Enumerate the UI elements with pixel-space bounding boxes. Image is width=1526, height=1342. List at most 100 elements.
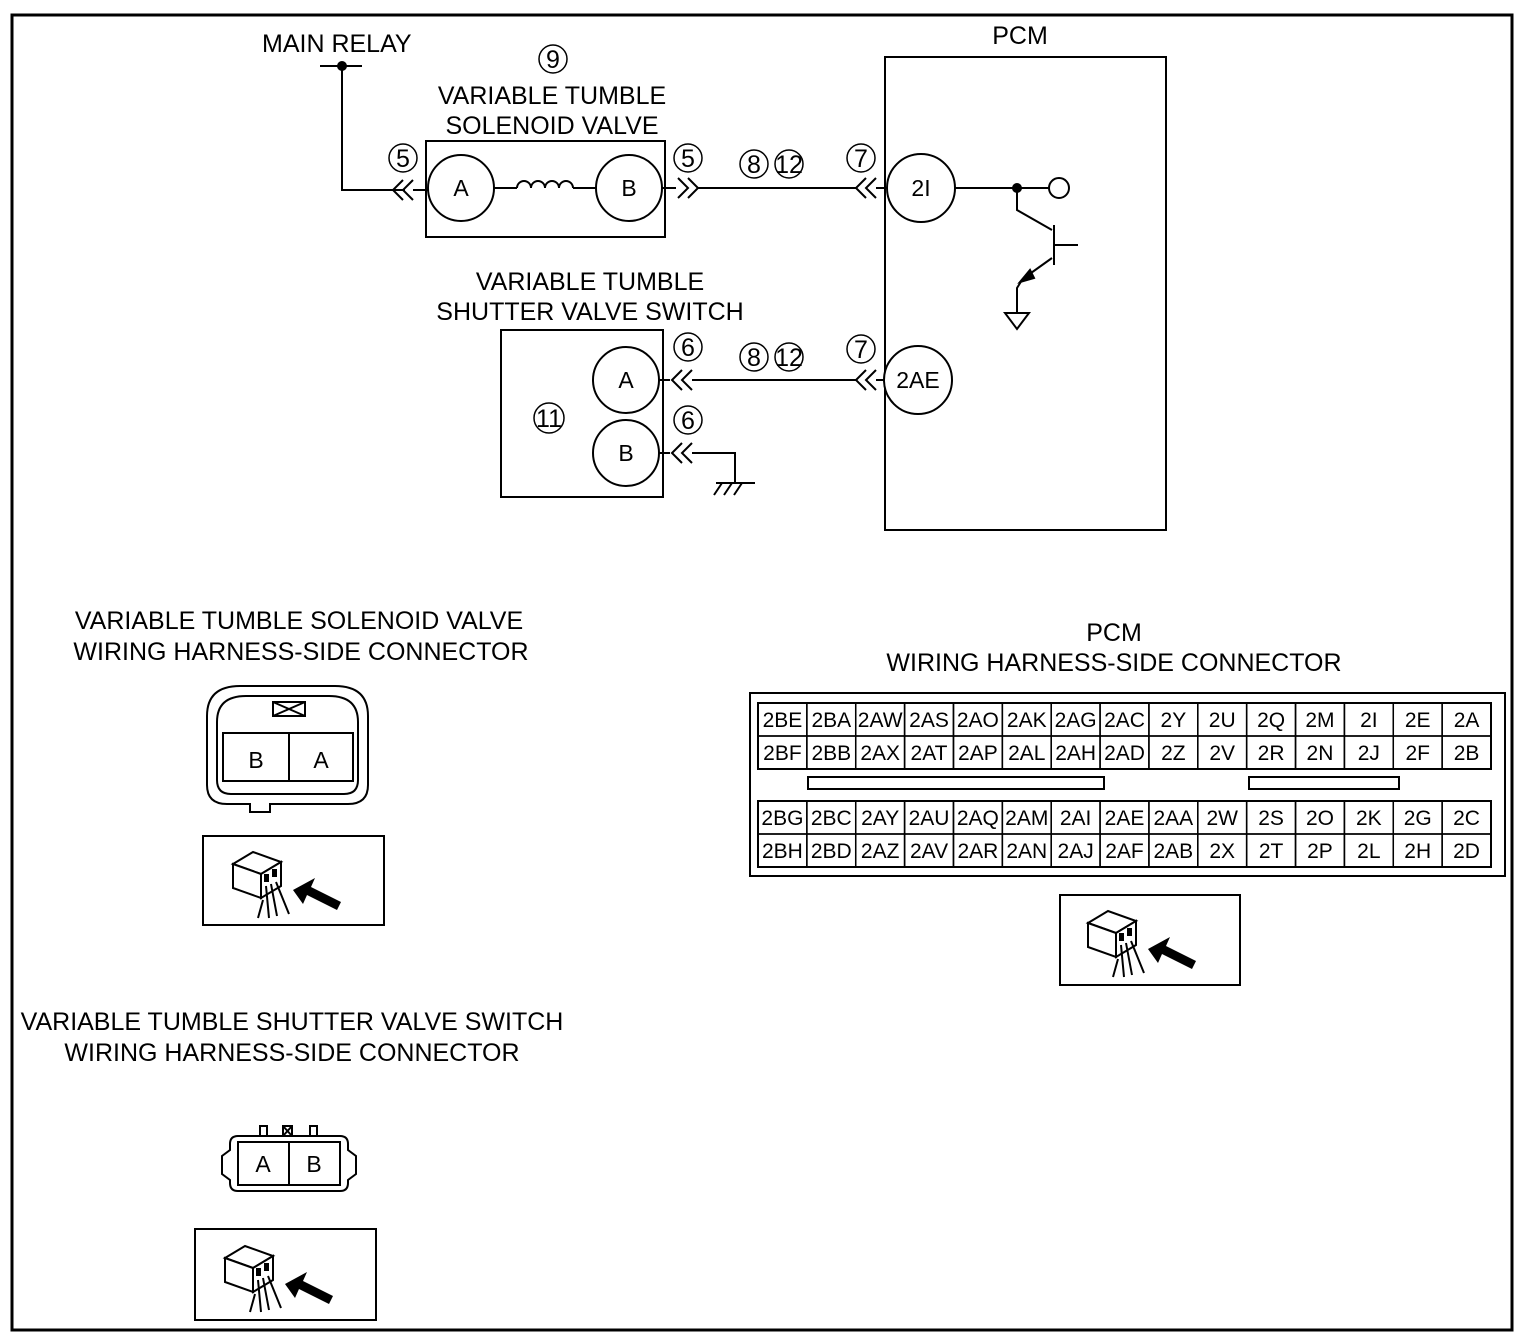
pcm-pin-label: 2Y [1161, 709, 1187, 732]
pcm-pin-label: 2T [1259, 840, 1284, 863]
pcm-pin-label: 2R [1258, 742, 1285, 765]
pcm-pin-label: 2A [1454, 709, 1480, 732]
pcm-pin-label: 2AS [909, 709, 949, 732]
chassis-ground-icon [713, 482, 755, 496]
pcm-pin-label: 2M [1305, 709, 1334, 732]
callout-7-lower [846, 334, 876, 364]
svg-text:B: B [621, 175, 636, 201]
pcm-pin-label: 2F [1405, 742, 1430, 765]
connector-chevron-icon [854, 369, 877, 391]
connector-view-arrow-icon [194, 1228, 377, 1321]
svg-text:B: B [618, 440, 633, 466]
callout-6-top [673, 332, 703, 362]
svg-text:A: A [618, 367, 634, 393]
pcm-pin-label: 2BG [761, 807, 803, 830]
connector-view-arrow-icon [202, 835, 385, 926]
pcm-pin-label: 2AD [1104, 742, 1145, 765]
pcm-pin-label: 2AU [909, 807, 950, 830]
switch-title-line1: VARIABLE TUMBLE [476, 268, 704, 296]
pcm-pin-label: 2O [1306, 807, 1334, 830]
pcm-pin-label: 2AW [858, 709, 903, 732]
pcm-pin-label: 2BE [763, 709, 803, 732]
pcm-pin-label: 2AE [1105, 807, 1145, 830]
svg-text:9: 9 [546, 46, 560, 74]
pcm-pin-label: 2E [1405, 709, 1431, 732]
pcm-title: PCM [992, 22, 1048, 50]
coil-icon [494, 180, 596, 189]
pcm-conn-title-line1: PCM [1086, 619, 1142, 647]
pcm-pin-label: 2AO [957, 709, 999, 732]
pcm-pin-cell [1441, 833, 1492, 868]
pcm-pin-label: 2Z [1161, 742, 1186, 765]
callout-11 [533, 402, 565, 434]
pcm-pin-label: 2AJ [1058, 840, 1094, 863]
pcm-pin-label: 2S [1258, 807, 1284, 830]
pcm-pin-label: 2AZ [861, 840, 900, 863]
callout-9 [538, 44, 568, 74]
pcm-pin-label: 2J [1358, 742, 1380, 765]
solenoid-connector-face [206, 685, 369, 813]
svg-text:6: 6 [681, 407, 695, 435]
pcm-pin-label: 2AA [1154, 807, 1194, 830]
pcm-pin-label: 2AR [957, 840, 998, 863]
pcm-pin-label: 2Q [1257, 709, 1285, 732]
pcm-pin-label: 2AB [1154, 840, 1194, 863]
pcm-pin-label: 2AI [1060, 807, 1092, 830]
pcm-pin-label: 2BA [811, 709, 851, 732]
pcm-pin-cell [1441, 735, 1492, 770]
pcm-pin-label: 2H [1404, 840, 1431, 863]
callout-6-bottom [673, 405, 703, 435]
sol-conn-cavity-a: A [313, 747, 329, 773]
callout-7-top [846, 143, 876, 173]
connector-view-arrow-icon [1059, 894, 1241, 986]
svg-text:2I: 2I [911, 175, 930, 201]
main-relay-label: MAIN RELAY [262, 30, 412, 58]
pcm-pin-label: 2AT [911, 742, 948, 765]
solenoid-title-line1: VARIABLE TUMBLE [438, 82, 666, 110]
pcm-pin-label: 2AP [958, 742, 998, 765]
switch-title-line2: SHUTTER VALVE SWITCH [436, 298, 743, 326]
svg-text:6: 6 [681, 334, 695, 362]
svg-text:5: 5 [681, 145, 695, 173]
svg-text:8: 8 [747, 344, 761, 372]
callout-8 [739, 149, 769, 179]
svg-text:8: 8 [747, 151, 761, 179]
switch-connector-face [221, 1125, 357, 1192]
pcm-pin-label: 2AQ [957, 807, 999, 830]
svg-text:5: 5 [396, 145, 410, 173]
callout-5-left [388, 143, 418, 173]
main-relay-wire [341, 66, 405, 191]
pcm-pin-label: 2AY [861, 807, 899, 830]
pcm-pin-label: 2BH [762, 840, 803, 863]
pcm-pin-label: 2W [1206, 807, 1238, 830]
svg-text:7: 7 [854, 336, 868, 364]
pcm-pin-label: 2AN [1006, 840, 1047, 863]
pcm-pin-label: 2G [1404, 807, 1432, 830]
connector-chevron-icon [854, 177, 877, 199]
sw-conn-title-line1: VARIABLE TUMBLE SHUTTER VALVE SWITCH [21, 1008, 564, 1036]
pcm-pin-label: 2AL [1008, 742, 1045, 765]
transistor-icon [1016, 188, 1078, 313]
connector-chevron-icon [670, 442, 693, 464]
connector-chevron-icon [670, 369, 693, 391]
pcm-pin-label: 2K [1356, 807, 1382, 830]
shutter-switch-box [500, 329, 664, 498]
sol-conn-title-line1: VARIABLE TUMBLE SOLENOID VALVE [75, 607, 523, 635]
svg-text:12: 12 [775, 344, 803, 372]
callout-8-lower [739, 342, 769, 372]
pcm-pin-label: 2I [1360, 709, 1378, 732]
callout-12 [774, 149, 804, 179]
pcm-pin-label: 2N [1307, 742, 1334, 765]
pcm-pin-label: 2D [1453, 840, 1480, 863]
signal-ground-icon [1003, 312, 1031, 331]
svg-text:7: 7 [854, 145, 868, 173]
internal-terminal [1048, 177, 1070, 199]
pcm-pin-label: 2AF [1105, 840, 1144, 863]
pcm-pin-label: 2C [1453, 807, 1480, 830]
pcm-pin-label: 2AV [910, 840, 948, 863]
pcm-pin-label: 2AH [1055, 742, 1096, 765]
svg-text:A: A [453, 175, 469, 201]
pcm-pin-label: 2AC [1104, 709, 1145, 732]
pcm-pin-label: 2B [1454, 742, 1480, 765]
